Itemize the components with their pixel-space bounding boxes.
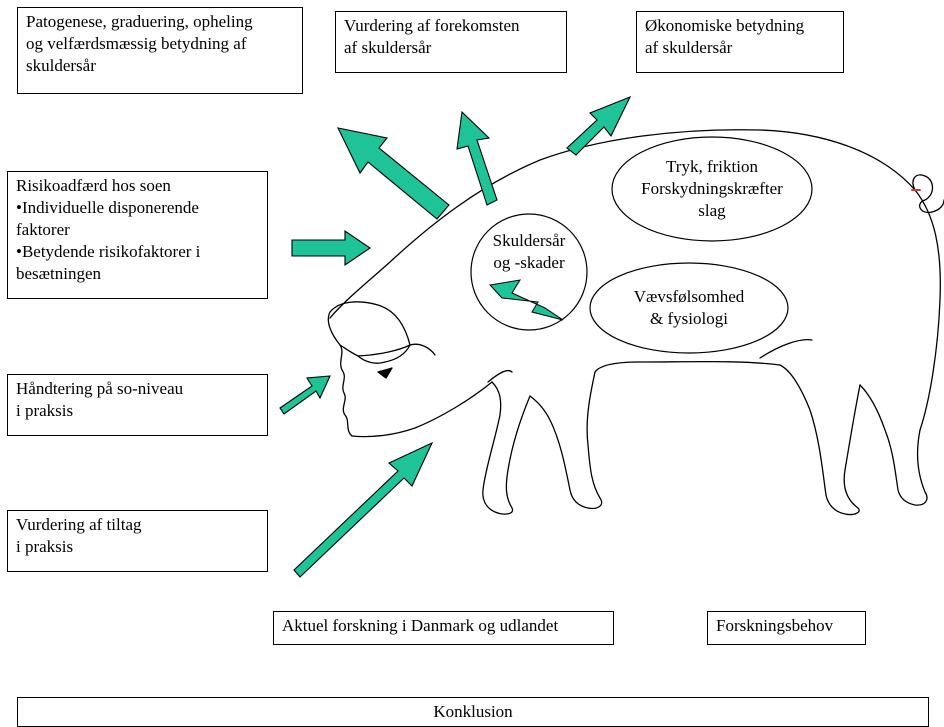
box-konklusion: Konklusion bbox=[17, 697, 929, 727]
box-konklusion-label: Konklusion bbox=[433, 702, 513, 721]
box-forskning: Aktuel forskning i Danmark og udlandet bbox=[273, 611, 614, 645]
box-oekonomi: Økonomiske betydning af skuldersår bbox=[636, 11, 844, 73]
box-forskningsbehov-label: Forskningsbehov bbox=[716, 616, 834, 635]
lightning-icon bbox=[489, 279, 564, 321]
arrow-to-patogenese bbox=[337, 127, 450, 220]
box-forskningsbehov: Forskningsbehov bbox=[707, 611, 866, 645]
pig-front-leg bbox=[529, 371, 603, 510]
oval-tryk-line-3: slag bbox=[698, 201, 726, 220]
pig-tail bbox=[912, 174, 944, 214]
pig-hip-contour bbox=[759, 339, 813, 359]
arrow-from-risiko bbox=[291, 229, 371, 267]
oval-vaev-line-1: Vævsfølsomhed bbox=[633, 287, 745, 306]
box-forekomst-line-1: Vurdering af forekomsten bbox=[344, 16, 520, 35]
box-oekonomi-line-2: af skuldersår bbox=[645, 38, 733, 57]
box-patogenese: Patogenese, graduering, opheling og velf… bbox=[17, 7, 303, 94]
pig-rear-leg bbox=[859, 384, 928, 506]
box-tiltag: Vurdering af tiltag i praksis bbox=[7, 510, 268, 572]
box-risiko: Risikoadfærd hos soen •Individuelle disp… bbox=[7, 171, 268, 299]
oval-skuldersaar-line-2: og -skader bbox=[493, 253, 565, 272]
oval-vaev bbox=[589, 262, 789, 354]
arrow-from-tiltag bbox=[293, 441, 434, 578]
pig-belly bbox=[594, 360, 781, 373]
box-haandtering: Håndtering på so-niveau i praksis bbox=[7, 374, 268, 436]
oval-tryk bbox=[611, 136, 813, 242]
pig-shoulder-contour bbox=[487, 369, 513, 383]
pig-rear-leg-inner bbox=[779, 364, 861, 516]
box-patogenese-line-3: skuldersår bbox=[26, 56, 96, 75]
pig-ear bbox=[327, 301, 411, 364]
oval-vaev-text: Vævsfølsomhed & fysiologi bbox=[590, 286, 788, 330]
pig-front-leg-inner bbox=[482, 381, 531, 515]
oval-skuldersaar-text: Skuldersår og -skader bbox=[471, 230, 587, 274]
oval-tryk-line-2: Forskydningskræfter bbox=[641, 179, 783, 198]
box-risiko-line-4: •Betydende risikofaktorer i bbox=[16, 242, 201, 261]
oval-skuldersaar-line-1: Skuldersår bbox=[492, 231, 566, 250]
box-forekomst: Vurdering af forekomsten af skuldersår bbox=[335, 11, 567, 73]
arrows-group bbox=[279, 95, 632, 578]
pig-snout bbox=[339, 344, 353, 437]
box-oekonomi-line-1: Økonomiske betydning bbox=[645, 16, 805, 35]
oval-vaev-line-2: & fysiologi bbox=[650, 309, 728, 328]
box-risiko-line-5: besætningen bbox=[16, 264, 101, 283]
pig-illustration bbox=[327, 129, 944, 516]
pig-ear-fold bbox=[357, 343, 436, 357]
box-risiko-line-2: •Individuelle disponerende bbox=[16, 198, 199, 217]
arrow-from-haandtering bbox=[279, 375, 331, 415]
oval-skuldersaar bbox=[470, 213, 588, 331]
arrow-to-oekonomi bbox=[566, 95, 632, 156]
box-forekomst-line-2: af skuldersår bbox=[344, 38, 432, 57]
oval-tryk-line-1: Tryk, friktion bbox=[666, 157, 758, 176]
box-haandtering-line-1: Håndtering på so-niveau bbox=[16, 379, 184, 398]
box-tiltag-line-1: Vurdering af tiltag bbox=[16, 515, 142, 534]
arrow-to-forekomst bbox=[456, 110, 498, 206]
pig-body-outline bbox=[329, 129, 941, 431]
box-tiltag-line-2: i praksis bbox=[16, 537, 74, 556]
oval-tryk-text: Tryk, friktion Forskydningskræfter slag bbox=[612, 156, 812, 222]
box-forskning-label: Aktuel forskning i Danmark og udlandet bbox=[282, 616, 559, 635]
box-risiko-line-3: faktorer bbox=[16, 220, 70, 239]
pig-eye bbox=[377, 367, 393, 379]
box-haandtering-line-2: i praksis bbox=[16, 401, 74, 420]
pig-jaw bbox=[351, 381, 493, 438]
box-patogenese-line-1: Patogenese, graduering, opheling bbox=[26, 12, 253, 31]
box-risiko-line-1: Risikoadfærd hos soen bbox=[16, 176, 171, 195]
box-patogenese-line-2: og velfærdsmæssig betydning af bbox=[26, 34, 247, 53]
